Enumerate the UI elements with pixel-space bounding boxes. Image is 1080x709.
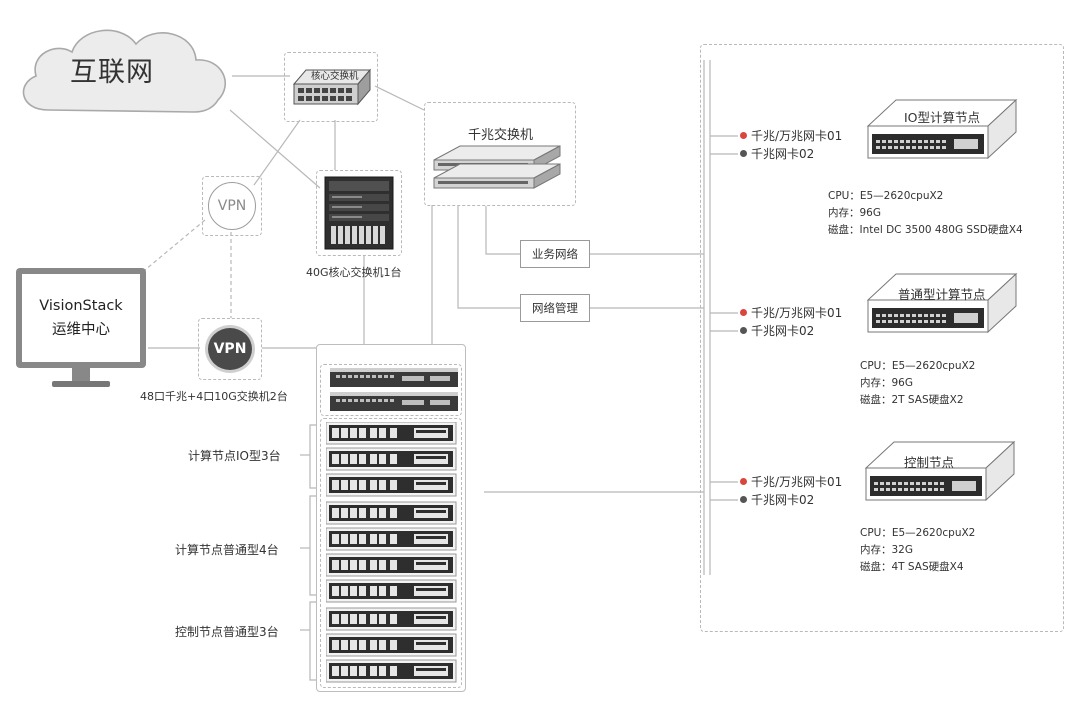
cloud-icon: [22, 29, 226, 113]
node-normal-title: 普通型计算节点: [898, 287, 986, 302]
node-control-cpu: CPU：E5—2620cpuX2: [860, 527, 976, 539]
rack-switches: [326, 368, 462, 418]
rack-server-icon: [866, 98, 1018, 160]
monitor-base: [52, 381, 110, 387]
node-control-specs: CPU：E5—2620cpuX2 内存：32G 磁盘：4T SAS硬盘X4: [860, 525, 975, 576]
rack-server-icon: [864, 440, 1016, 502]
rack-group-label-control: 控制节点普通型3台: [175, 625, 279, 639]
node-io-nic2-label: 千兆网卡02: [751, 147, 815, 161]
node-control-nic2-label: 千兆网卡02: [751, 493, 815, 507]
node-control-mem: 内存：32G: [860, 544, 913, 556]
core-switch-40g-label: 40G核心交换机1台: [306, 266, 402, 279]
link-core-gigabit: [374, 85, 425, 111]
node-normal-nic1: 千兆/万兆网卡01: [740, 305, 842, 322]
rack-server-icon: [866, 272, 1018, 334]
node-normal-nic1-label: 千兆/万兆网卡01: [751, 306, 843, 320]
node-io-specs: CPU：E5—2620cpuX2 内存：96G 磁盘：Intel DC 3500…: [828, 188, 1023, 239]
node-io-title: IO型计算节点: [904, 110, 981, 125]
node-normal-cpu: CPU：E5—2620cpuX2: [860, 360, 976, 372]
core-switch-label: 核心交换机: [311, 71, 359, 82]
vpn-top-label: VPN: [217, 198, 247, 214]
chassis-switch-icon: [324, 176, 394, 254]
link-core-vpn: [253, 119, 301, 186]
node-control-nic1-label: 千兆/万兆网卡01: [751, 475, 843, 489]
node-normal-nic2-label: 千兆网卡02: [751, 324, 815, 338]
node-normal-nic2: 千兆网卡02: [740, 323, 814, 340]
link-internet-40g: [229, 109, 321, 189]
node-normal-disk: 磁盘：2T SAS硬盘X2: [860, 394, 964, 406]
ops-center-screen: VisionStack 运维中心: [22, 274, 140, 362]
business-network-label: 业务网络: [532, 247, 578, 261]
nodes-panel: [700, 44, 1064, 632]
node-control-server[interactable]: [858, 438, 1018, 508]
node-io-server[interactable]: [860, 96, 1020, 166]
node-io-nic1: 千兆/万兆网卡01: [740, 128, 842, 145]
node-normal-mem: 内存：96G: [860, 377, 913, 389]
monitor-stand: [72, 368, 90, 382]
gigabit-switch-label: 千兆交换机: [468, 128, 534, 143]
vpn-circle-icon: VPN: [205, 325, 255, 373]
node-io-mem: 内存：96G: [828, 207, 881, 219]
business-network-tag[interactable]: 业务网络: [520, 240, 590, 268]
internet-cloud: 互联网: [8, 14, 240, 124]
node-io-nic1-label: 千兆/万兆网卡01: [751, 129, 843, 143]
rack-servers: [325, 421, 458, 690]
gigabit-switch-icon: [430, 140, 570, 198]
ops-center-line1: VisionStack: [39, 298, 123, 314]
vpn-top-box[interactable]: [202, 176, 262, 236]
rack-switch-box[interactable]: [320, 364, 462, 416]
network-switch-icon: [330, 368, 458, 411]
internet-label: 互联网: [70, 57, 154, 88]
rack-group-label-io: 计算节点IO型3台: [188, 449, 281, 463]
link-vpn-monitor: [144, 219, 206, 271]
rack-group-label-normal: 计算节点普通型4台: [175, 543, 279, 557]
node-normal-server[interactable]: [860, 270, 1020, 340]
node-normal-specs: CPU：E5—2620cpuX2 内存：96G 磁盘：2T SAS硬盘X2: [860, 358, 975, 409]
node-control-title: 控制节点: [904, 455, 955, 470]
node-io-nic2: 千兆网卡02: [740, 146, 814, 163]
node-control-nic1: 千兆/万兆网卡01: [740, 474, 842, 491]
vpn-bottom-label: VPN: [213, 341, 247, 357]
node-io-cpu: CPU：E5—2620cpuX2: [828, 190, 944, 202]
rack-server-box[interactable]: [320, 418, 462, 688]
gigabit-switch-box[interactable]: [424, 102, 576, 206]
link-gigabit-management: [457, 206, 520, 309]
node-io-disk: 磁盘：Intel DC 3500 480G SSD硬盘X4: [828, 224, 1023, 236]
ops-center-line2: 运维中心: [52, 322, 110, 338]
rack-server-icon: [325, 421, 457, 683]
vpn-bottom-box[interactable]: [198, 318, 262, 380]
link-gigabit-business: [485, 206, 520, 255]
core-switch-40g-box[interactable]: [316, 170, 402, 256]
node-control-nic2: 千兆网卡02: [740, 492, 814, 509]
network-switch-icon: [288, 56, 374, 122]
management-network-tag[interactable]: 网络管理: [520, 294, 590, 322]
vpn-circle-icon: VPN: [208, 182, 256, 230]
core-switch-box[interactable]: [284, 52, 378, 122]
management-network-label: 网络管理: [532, 301, 578, 315]
monitor-icon[interactable]: VisionStack 运维中心: [16, 268, 146, 368]
node-control-disk: 磁盘：4T SAS硬盘X4: [860, 561, 964, 573]
rack-switch-label: 48口千兆+4口10G交换机2台: [140, 390, 288, 403]
